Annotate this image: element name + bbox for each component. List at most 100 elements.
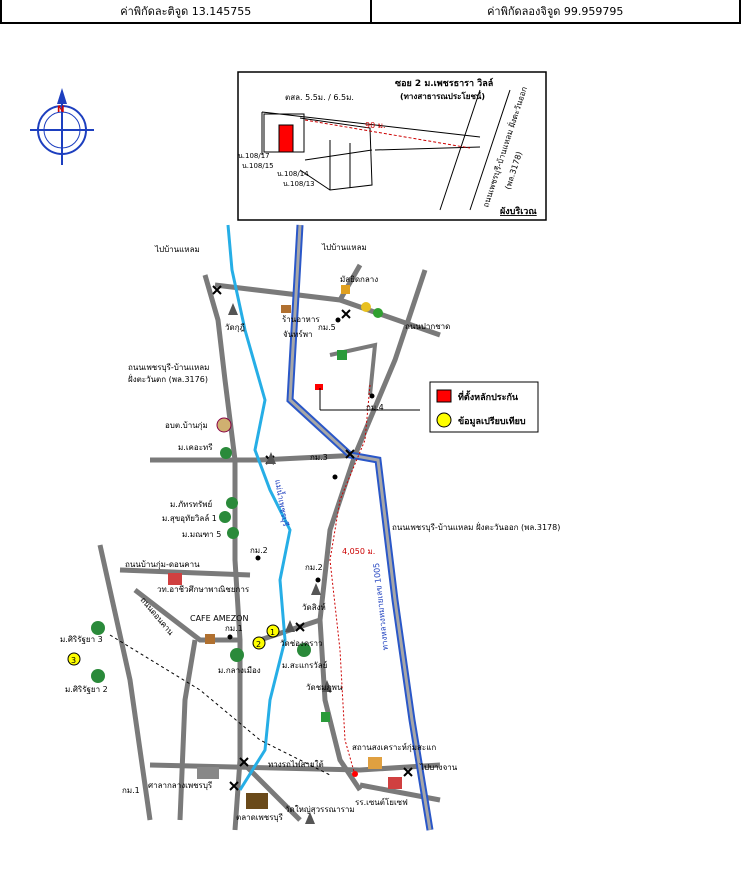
label-km4: กม.4 <box>366 403 384 412</box>
label-km1b: กม.1 <box>122 786 140 795</box>
site-plan-inset: ซอย 2 ม.เพชรธารา วิลล์ (ทางสาธารณประโยชน… <box>237 71 547 221</box>
legend-yellow-swatch <box>436 412 452 428</box>
label-m-thep: ม.เคอะทรี <box>178 443 213 452</box>
seven-eleven-icon <box>337 350 347 360</box>
label-distance: 4,050 ม. <box>342 547 375 556</box>
label-restaurant: ร้านอาหาร <box>282 315 320 324</box>
temple-icon <box>305 812 315 824</box>
temple-icon <box>285 620 295 632</box>
label-school: รร.เซนต์โยเซฟ <box>355 797 408 807</box>
river <box>226 224 292 791</box>
junction-markers <box>212 285 413 791</box>
road-network <box>97 263 441 831</box>
flag-icon <box>168 573 182 585</box>
label-m-manee: ม.มณฑา 5 <box>182 530 221 539</box>
label-km1a: กม.1 <box>225 624 243 633</box>
legend-label-collateral: ที่ตั้งหลักประกัน <box>458 390 519 403</box>
village-icon <box>91 669 105 683</box>
marker-3: 3 <box>71 656 76 665</box>
label-wat-kudi: วัดกุฎี <box>225 323 245 332</box>
longitude-cell: ค่าพิกัดลองจิจูด 99.959795 <box>369 0 741 24</box>
label-m-phat: ม.ภัทรทรัพย์ <box>170 499 212 509</box>
landmark-icons <box>91 285 402 824</box>
inset-lot-1: น.108/17 <box>238 152 270 160</box>
seven-eleven-icon <box>321 712 330 722</box>
label-road-east: ถนนเพชรบุรี-บ้านแหลม ฝั่งตะวันออก (พล.31… <box>392 521 560 532</box>
label-km2a: กม.2 <box>250 546 268 555</box>
station-icon <box>368 757 382 769</box>
temple-icon <box>322 680 332 692</box>
village-icon <box>220 447 232 459</box>
coordinate-table: ค่าพิกัดละติจูด 13.145755 ค่าพิกัดลองจิจ… <box>0 0 741 24</box>
inset-distance-label: 90 ม. <box>365 121 386 130</box>
label-km2b: กม.2 <box>305 563 323 572</box>
label-wat-thong: วัดชมภูพน <box>306 683 343 693</box>
temple-icon <box>228 303 238 315</box>
railway <box>109 634 331 776</box>
legend-label-comparison: ข้อมูลเปรียบเทียบ <box>458 416 526 427</box>
legend-red-swatch <box>436 389 452 403</box>
label-restaurant-2: จันทร์พา <box>283 329 313 339</box>
shop-icon <box>373 308 383 318</box>
label-to-banlaem-1: ไปบ้านแหลม <box>154 245 200 254</box>
village-icon <box>227 527 239 539</box>
map-labels: ไปบ้านแหลม ไปบ้านแหลม มัสยิดกลาง วัดกุฎี… <box>60 243 560 822</box>
station-dot <box>352 771 358 777</box>
temple-icon <box>266 452 276 464</box>
restaurant-icon <box>281 305 291 313</box>
compass-north-label: N <box>57 105 65 115</box>
label-m-klang: ม.กลางเมือง <box>218 666 261 675</box>
label-obt: อบต.บ้านกุ่ม <box>165 421 208 430</box>
village-icon <box>230 648 244 662</box>
obt-logo-icon <box>216 417 232 433</box>
label-m-sukhon: ม.สุขอุทัยวิลล์ 1 <box>162 513 217 523</box>
label-wat-sing: วัดสิงห์ <box>302 602 326 612</box>
label-km5: กม.5 <box>318 323 336 332</box>
inset-building-label: ตสล. 5.5ม. / 6.5ม. <box>285 93 354 102</box>
inset-soi-label: ซอย 2 ม.เพชรธารา วิลล์ <box>395 77 493 89</box>
mosque-icon <box>341 285 350 294</box>
label-college: วท.อาชีวศึกษาพาณิชยการ <box>157 585 250 594</box>
latitude-cell: ค่าพิกัดละติจูด 13.145755 <box>0 0 372 24</box>
site-road <box>329 342 378 396</box>
comparison-markers: 1 2 3 <box>67 624 280 666</box>
km-dots <box>227 317 375 640</box>
collateral-marker <box>315 384 323 390</box>
label-market: ตลาดเพชรบุรี <box>236 813 284 822</box>
label-m-sakaew: ม.สะแกรวัลย์ <box>282 660 327 670</box>
village-icon <box>91 621 105 635</box>
label-highway: ทางหลวงหมายเลข 1005 <box>372 562 390 650</box>
inset-lot-3: น.108/14 <box>277 170 309 178</box>
village-icon <box>226 497 238 509</box>
label-station: สถานสงเคราะห์กุ่มสะแก <box>352 742 436 752</box>
court-icon <box>197 767 219 779</box>
label-rail: ทางรถไฟสายใต้ <box>268 760 324 769</box>
label-road-bankum: ถนนบ้านกุ่ม-ดอนคาน <box>125 560 200 569</box>
village-icon <box>219 511 231 523</box>
school-icon <box>388 777 402 789</box>
collateral-lot <box>278 124 294 153</box>
label-km3: กม.3 <box>310 453 328 462</box>
inset-caption: ผังบริเวณ <box>500 206 537 217</box>
inset-lot-2: น.108/15 <box>242 162 274 170</box>
label-wat-yai: วัดใหญ่สุวรรณาราม <box>285 805 355 814</box>
label-m-sirirat2: ม.ศิริรัฐยา 2 <box>65 685 108 694</box>
label-m-sirirat3: ม.ศิริรัฐยา 3 <box>60 635 103 644</box>
label-mosque: มัสยิดกลาง <box>340 275 378 284</box>
distance-route <box>329 384 371 776</box>
village-icon <box>297 643 311 657</box>
compass-icon: N <box>30 88 94 165</box>
legend: ที่ตั้งหลักประกัน ข้อมูลเปรียบเทียบ <box>429 381 539 433</box>
label-court: ศาลากลางเพชรบุรี <box>148 781 213 790</box>
inset-soi-sub: (ทางสาธารณประโยชน์) <box>400 91 485 101</box>
marker-1: 1 <box>270 628 275 637</box>
cafe-icon <box>205 634 215 644</box>
inset-lot-4: น.108/13 <box>283 180 315 188</box>
marker-2: 2 <box>256 640 261 649</box>
label-road-west: ถนนเพชรบุรี-บ้านแหลม <box>128 363 209 372</box>
shop-icon <box>361 302 371 312</box>
label-to-bangchan: ไปบางจาน <box>419 763 458 772</box>
label-road-west-2: ฝั่งตะวันตก (พล.3176) <box>128 373 208 384</box>
market-icon <box>246 793 268 809</box>
